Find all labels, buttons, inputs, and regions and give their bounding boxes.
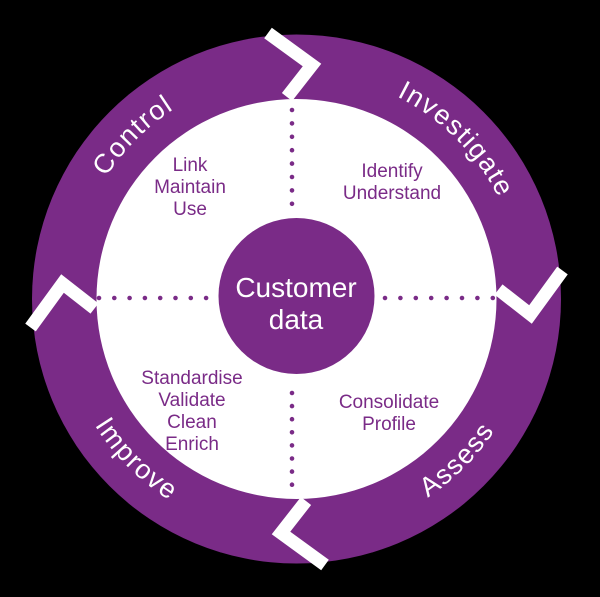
flow-arrow-left-icon xyxy=(25,274,99,332)
improve-activities: Standardise Validate Clean Enrich xyxy=(141,368,242,456)
activity-label: Consolidate xyxy=(338,392,440,413)
center-label-line: data xyxy=(268,304,324,335)
activity-label: Link xyxy=(172,155,208,176)
flow-arrow-bottom-icon xyxy=(271,496,329,571)
activity-label: Enrich xyxy=(165,434,219,455)
flow-arrow-right-icon xyxy=(494,266,568,324)
activity-label: Understand xyxy=(342,183,442,204)
center-label: Customer data xyxy=(235,272,356,336)
activity-label: Use xyxy=(173,199,207,220)
activity-label: Validate xyxy=(158,390,226,411)
flow-arrow-top-icon xyxy=(264,27,322,102)
activity-label: Profile xyxy=(362,414,416,435)
activity-label: Identify xyxy=(361,161,423,182)
center-circle xyxy=(218,218,375,374)
center-label-line: Customer xyxy=(235,272,357,303)
control-activities: Link Maintain Use xyxy=(154,155,226,221)
investigate-activities: Identify Understand xyxy=(343,161,441,205)
assess-activities: Consolidate Profile xyxy=(339,392,439,436)
activity-label: Maintain xyxy=(154,177,226,198)
activity-label: Standardise xyxy=(141,368,243,389)
activity-label: Clean xyxy=(167,412,217,433)
